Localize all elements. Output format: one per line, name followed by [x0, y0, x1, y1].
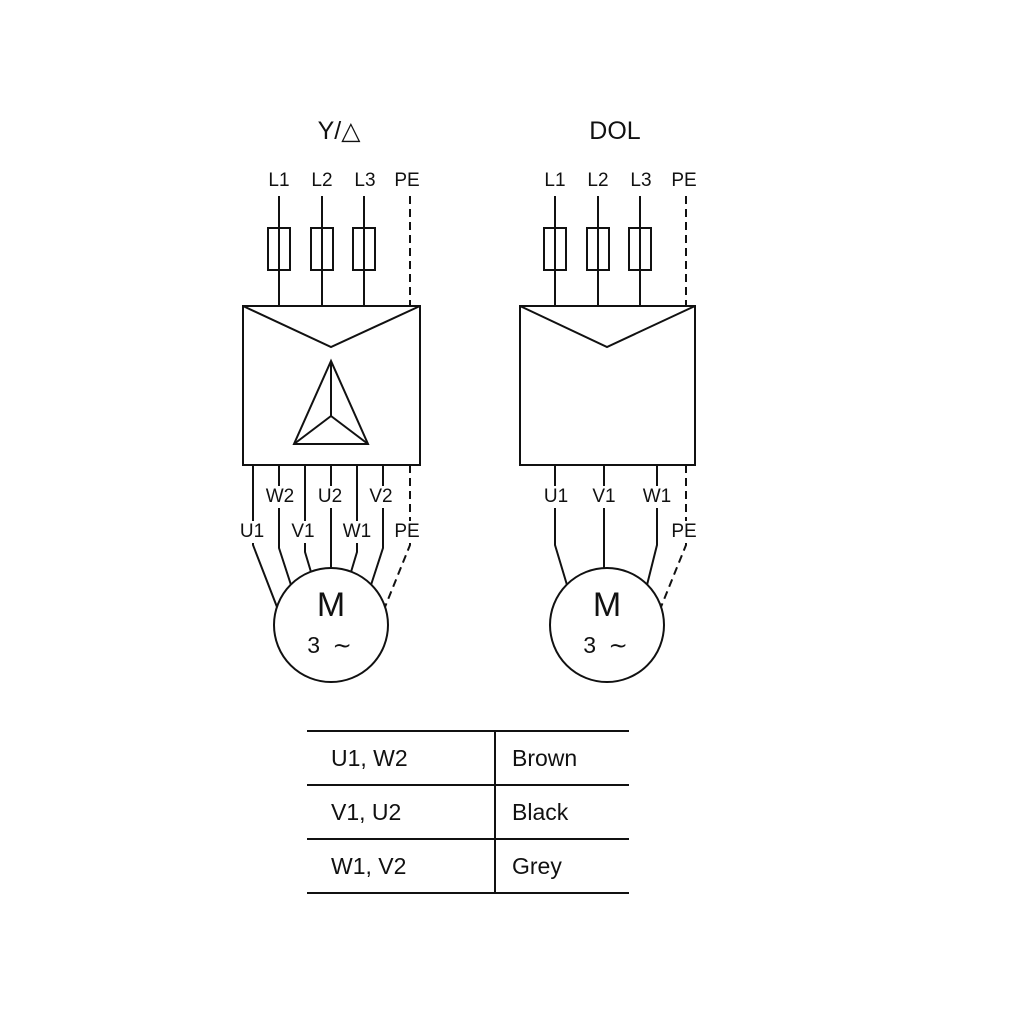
wye-delta-diagram — [242, 196, 421, 683]
fuse-icon — [586, 227, 610, 271]
fuse-icon — [310, 227, 334, 271]
color-cell: Grey — [494, 839, 629, 893]
label-l1: L1 — [541, 170, 569, 192]
label-w1: W1 — [339, 521, 375, 543]
motor-circle — [273, 567, 389, 683]
table-row: W1, V2 Grey — [307, 839, 629, 893]
label-v1: V1 — [288, 521, 318, 543]
motor-letter: M — [592, 586, 622, 624]
delta-symbol-icon — [292, 358, 370, 445]
label-l3: L3 — [627, 170, 655, 192]
terminals-cell: U1, W2 — [331, 744, 408, 771]
label-u1: U1 — [540, 486, 572, 508]
label-l2: L2 — [584, 170, 612, 192]
label-w2: W2 — [262, 486, 298, 508]
label-u1: U1 — [236, 521, 268, 543]
motor-letter: M — [316, 586, 346, 624]
color-cell: Black — [494, 785, 629, 839]
fuse-icon — [352, 227, 376, 271]
diagram-title-wye-delta: Y/△ — [317, 117, 361, 145]
diagram-title-dol: DOL — [589, 117, 641, 145]
motor-leads — [252, 465, 411, 608]
label-pe-bottom: PE — [668, 521, 700, 543]
motor-phase: 3 ∼ — [307, 632, 355, 658]
label-u2: U2 — [314, 486, 346, 508]
starter-box — [519, 305, 696, 466]
label-w1: W1 — [639, 486, 675, 508]
dol-diagram — [519, 196, 696, 683]
lead-u1 — [252, 465, 278, 608]
color-cell: Brown — [494, 731, 629, 785]
label-pe-top: PE — [391, 170, 423, 192]
motor-circle — [549, 567, 665, 683]
fuse-icon — [628, 227, 652, 271]
label-v2: V2 — [366, 486, 396, 508]
terminals-cell: W1, V2 — [331, 852, 407, 879]
label-v1: V1 — [589, 486, 619, 508]
wire-color-table: U1, W2 Brown V1, U2 Black W1, V2 Grey — [307, 730, 629, 894]
motor-phase: 3 ∼ — [583, 632, 631, 658]
fuse-icon — [267, 227, 291, 271]
table-row: V1, U2 Black — [307, 785, 629, 839]
pe-dashed-line-bottom — [384, 465, 411, 608]
label-pe-bottom: PE — [391, 521, 423, 543]
terminals-cell: V1, U2 — [331, 798, 402, 825]
lead-w1 — [350, 465, 358, 573]
box-chevron — [519, 305, 696, 349]
pe-dashed-line-bottom — [660, 465, 687, 608]
lead-w1 — [646, 465, 658, 586]
label-l2: L2 — [308, 170, 336, 192]
fuse-icon — [543, 227, 567, 271]
box-chevron — [242, 305, 421, 349]
lead-u1 — [554, 465, 568, 586]
label-l1: L1 — [265, 170, 293, 192]
table-row: U1, W2 Brown — [307, 731, 629, 785]
lead-v1 — [304, 465, 312, 573]
label-l3: L3 — [351, 170, 379, 192]
label-pe-top: PE — [668, 170, 700, 192]
